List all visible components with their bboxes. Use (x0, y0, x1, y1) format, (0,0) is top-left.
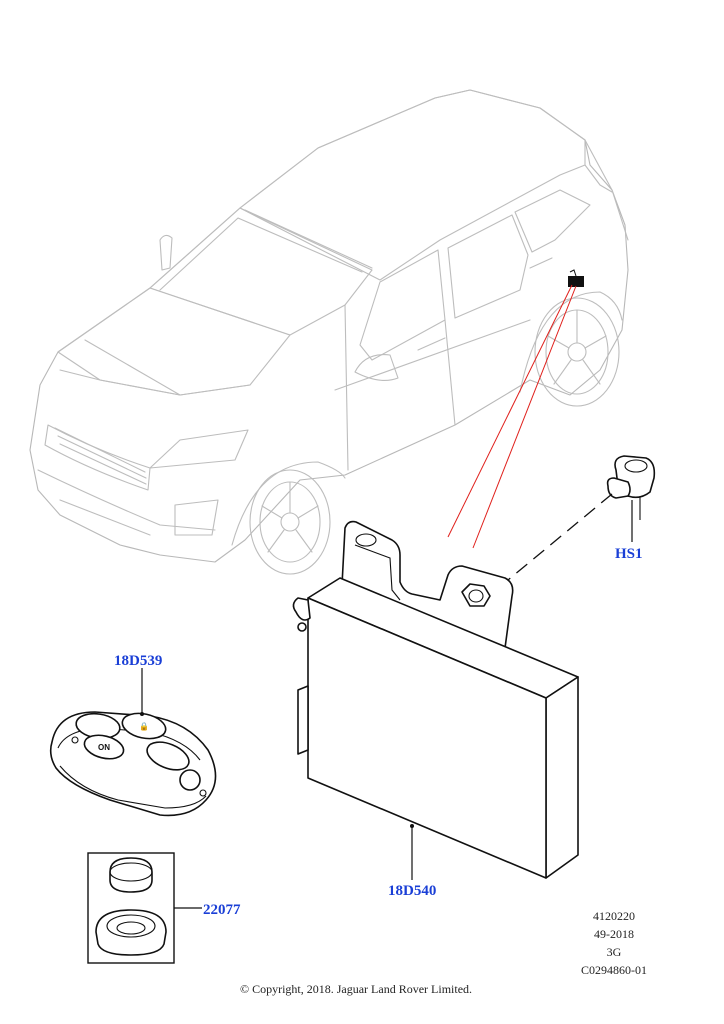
callout-18d540: 18D540 (388, 883, 436, 899)
module-location-marker (568, 276, 584, 287)
fob-button-lock-label: 🔒 (139, 722, 149, 731)
bracket-nut (461, 583, 491, 607)
module-leader-dot (410, 824, 414, 828)
key-fob-part: 🔒 ON (49, 711, 217, 817)
fastener-assembly-line (507, 493, 613, 581)
reference-block: 4120220 49-2018 3G C0294860-01 (581, 909, 647, 977)
callout-18d539: 18D539 (114, 653, 162, 669)
location-lines (447, 284, 577, 549)
copyright-notice: © Copyright, 2018. Jaguar Land Rover Lim… (240, 982, 472, 996)
callout-22077: 22077 (203, 902, 241, 918)
fob-button-unlock-label: ON (98, 743, 110, 752)
reference-line-2: 49-2018 (594, 927, 634, 941)
reference-line-1: 4120220 (593, 909, 635, 923)
control-module (292, 520, 579, 879)
seal-kit-part (87, 852, 175, 964)
callout-hs1: HS1 (615, 546, 643, 562)
fastener-part (606, 455, 656, 520)
reference-line-4: C0294860-01 (581, 963, 647, 977)
reference-line-3: 3G (607, 945, 622, 959)
key-fob-leader-dot (140, 712, 144, 716)
vehicle-illustration (29, 89, 629, 575)
